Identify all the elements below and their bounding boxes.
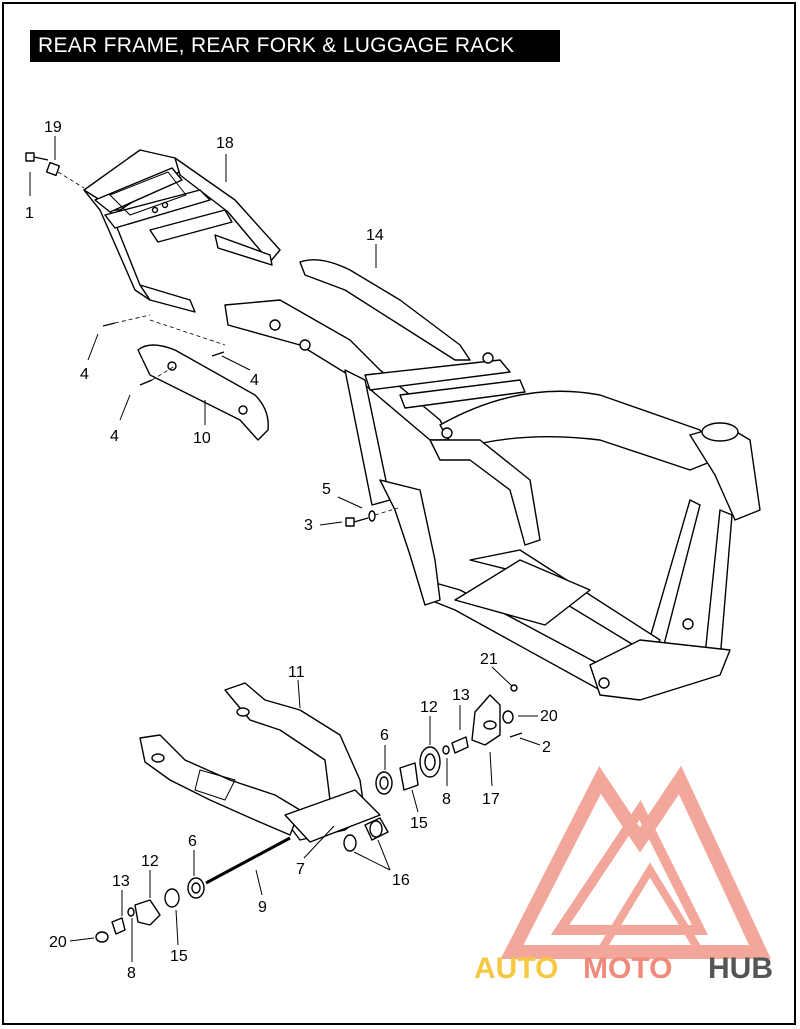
watermark-moto: MOTO — [583, 952, 672, 985]
callout-20-b: 20 — [49, 934, 67, 951]
callout-labels: 1 19 18 14 4 4 4 10 5 3 11 21 12 13 20 6… — [25, 119, 558, 982]
watermark-auto: AUTO — [474, 952, 558, 985]
bolts-4 — [102, 314, 226, 386]
rear-fork-swingarm — [139, 682, 381, 843]
pivot-shaft-9 — [95, 836, 291, 943]
callout-16: 16 — [392, 872, 410, 889]
callout-19: 19 — [44, 119, 62, 136]
callout-6-a: 6 — [380, 727, 389, 744]
callout-5: 5 — [322, 481, 331, 498]
fender-support-10 — [137, 344, 269, 441]
callout-6-b: 6 — [188, 833, 197, 850]
callout-10: 10 — [193, 430, 211, 447]
callout-4-b: 4 — [250, 372, 259, 389]
watermark-text: AUTO MOTO HUB — [474, 952, 773, 985]
callout-13-b: 13 — [112, 873, 130, 890]
callout-21: 21 — [480, 651, 498, 668]
leader-lines — [29, 136, 541, 962]
callout-3: 3 — [304, 517, 313, 534]
callout-8-a: 8 — [442, 791, 451, 808]
callout-7: 7 — [296, 861, 305, 878]
callout-9: 9 — [258, 899, 267, 916]
pivot-hardware-right — [375, 684, 523, 795]
luggage-rack — [83, 149, 281, 313]
diagram-title: REAR FRAME, REAR FORK & LUGGAGE RACK — [30, 30, 560, 62]
callout-15-b: 15 — [170, 948, 188, 965]
callout-13-a: 13 — [452, 687, 470, 704]
callout-18: 18 — [216, 135, 234, 152]
callout-17: 17 — [482, 791, 500, 808]
bolt-3-washer-5 — [345, 507, 399, 527]
callout-4-c: 4 — [110, 428, 119, 445]
callout-8-b: 8 — [127, 965, 136, 982]
callout-12-a: 12 — [420, 699, 438, 716]
callout-20-a: 20 — [540, 708, 558, 725]
callout-11: 11 — [288, 664, 305, 681]
watermark-hub: HUB — [708, 952, 773, 985]
nut-19 — [45, 161, 85, 189]
callout-2: 2 — [542, 739, 551, 756]
callout-12-b: 12 — [141, 853, 159, 870]
main-frame — [224, 259, 761, 701]
callout-15-a: 15 — [410, 815, 428, 832]
watermark-logo — [500, 765, 771, 959]
bolt-1 — [25, 152, 49, 162]
callout-1: 1 — [25, 205, 34, 222]
bushings-16 — [343, 817, 389, 852]
callout-14: 14 — [366, 227, 384, 244]
callout-4-a: 4 — [80, 366, 89, 383]
